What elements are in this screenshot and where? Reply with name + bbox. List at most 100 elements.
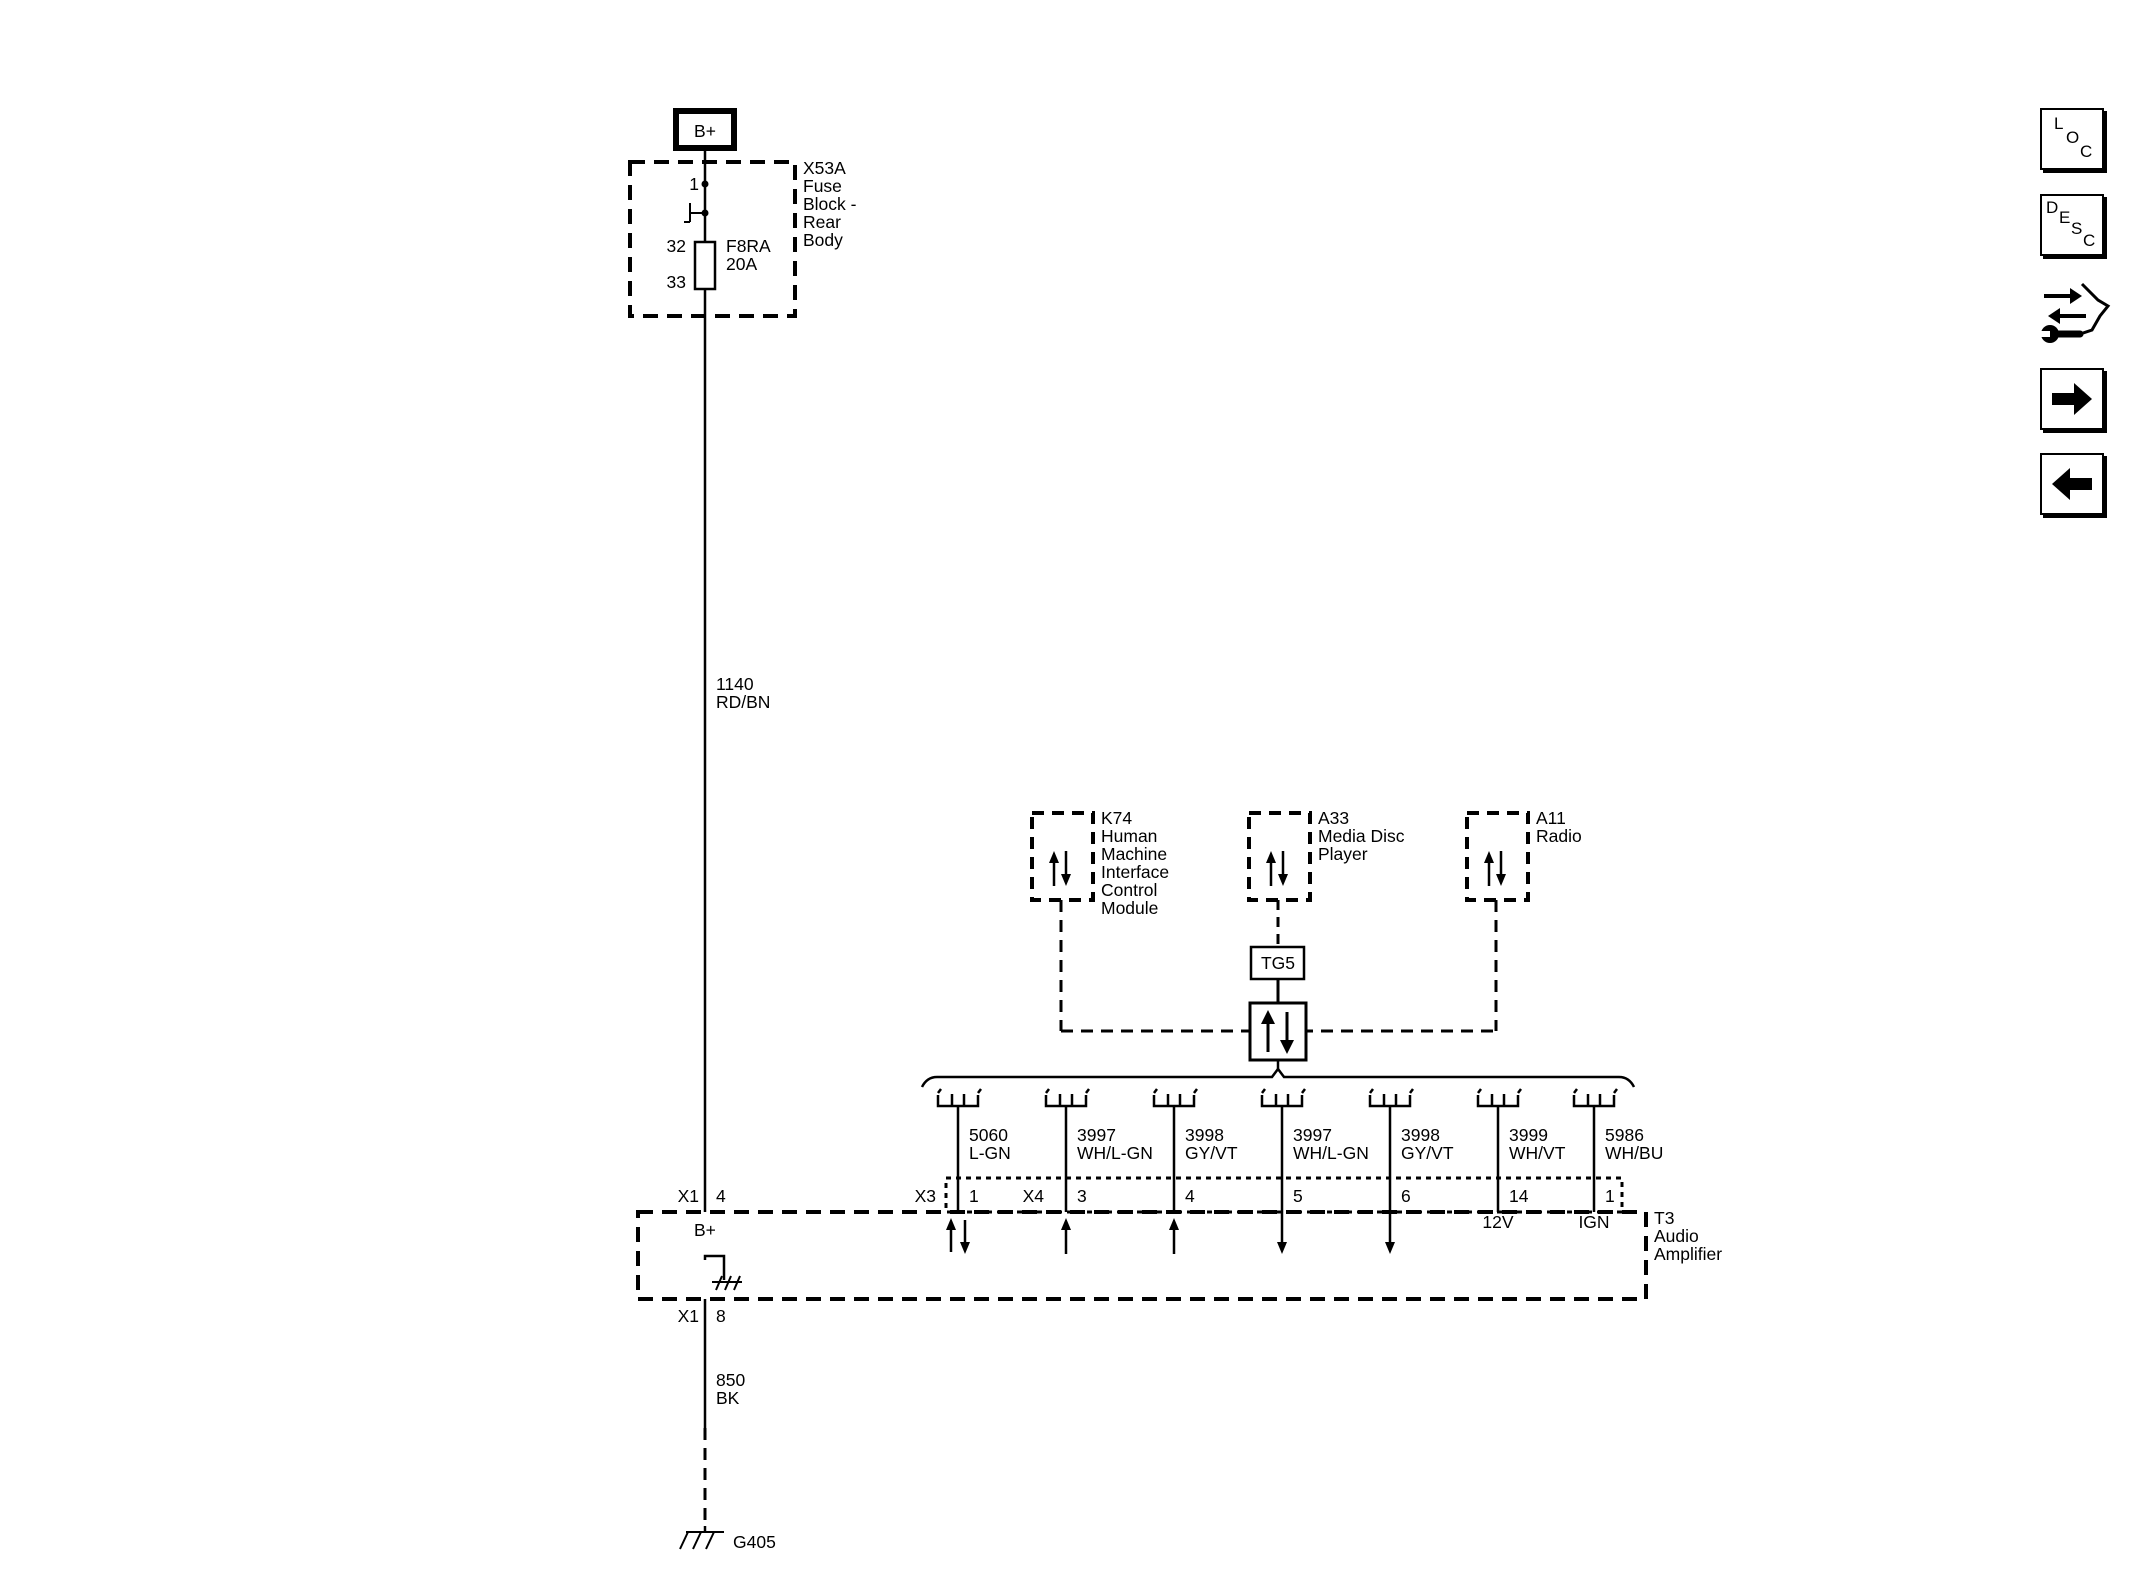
amp-connector-x1-bottom: X1: [678, 1306, 699, 1326]
amp-pin: 5: [1293, 1186, 1303, 1206]
loc-letter-o: O: [2066, 128, 2080, 147]
branch-connector: [1152, 1088, 1198, 1108]
desc-button[interactable]: D E S C: [2040, 194, 2107, 259]
amplifier-t3: T3 Audio Amplifier X1 4 B+ X3 X4 X1 8: [636, 1176, 1722, 1326]
a11-name-1: Radio: [1536, 826, 1582, 846]
branch-color: WH/VT: [1509, 1143, 1566, 1163]
battery-label: B+: [694, 121, 716, 141]
ground-wire: 850 BK: [703, 1299, 745, 1526]
branch-color: L-GN: [969, 1143, 1011, 1163]
a33-name-2: Player: [1318, 844, 1368, 864]
power-wire-circuit: 1140: [716, 674, 754, 694]
a11-ref: A11: [1536, 808, 1566, 828]
branch-circuit: 3997: [1077, 1125, 1116, 1145]
branch-color: GY/VT: [1401, 1143, 1454, 1163]
battery-symbol: B+: [673, 108, 737, 151]
prev-button[interactable]: [2040, 453, 2107, 518]
fuse-block-name-1: Fuse: [803, 176, 842, 196]
arrow-down-head: [1277, 1242, 1287, 1254]
amp-pin: 1: [969, 1186, 979, 1206]
desc-letter-s: S: [2071, 219, 2083, 238]
bus-bracket: [920, 1066, 1636, 1088]
fuse-block-name-3: Rear: [803, 212, 841, 232]
arrow-up-head: [1169, 1218, 1179, 1230]
amp-pin-label: IGN: [1578, 1212, 1609, 1232]
right-arrow-icon: [2052, 383, 2092, 415]
k74-name-4: Control: [1101, 880, 1157, 900]
module-a33: A33 Media Disc Player: [1247, 808, 1405, 902]
wrench-arrows-icon: [2041, 282, 2111, 343]
branch-circuit: 5986: [1605, 1125, 1644, 1145]
tools-button[interactable]: [2040, 278, 2112, 350]
amp-pin: 3: [1077, 1186, 1087, 1206]
branch-connector: [1260, 1088, 1306, 1108]
fuse-pin-b: 33: [667, 272, 686, 292]
amp-pin: 4: [1185, 1186, 1195, 1206]
arrow-down-head: [1385, 1242, 1395, 1254]
module-a11: A11 Radio: [1465, 808, 1582, 902]
desc-letter-d: D: [2046, 198, 2059, 217]
next-button[interactable]: [2040, 368, 2107, 433]
fuse-block: 1 32 33 F8RA 20A X53A Fuse Block - Rear …: [628, 148, 857, 318]
branch-circuit: 3998: [1401, 1125, 1440, 1145]
branch-connector: [1368, 1088, 1414, 1108]
amp-pin: 14: [1509, 1186, 1529, 1206]
bus-transceiver: [1248, 1001, 1308, 1070]
desc-letter-c: C: [2083, 231, 2096, 250]
data-bus-network: [1059, 900, 1498, 1033]
amp-connector-x4: X4: [1023, 1186, 1045, 1206]
arrow-up-head: [1061, 1218, 1071, 1230]
branch-circuit: 3999: [1509, 1125, 1548, 1145]
a33-ref: A33: [1318, 808, 1349, 828]
ground-wire-circuit: 850: [716, 1370, 745, 1390]
branch-connector: [936, 1088, 982, 1108]
loc-button[interactable]: L O C: [2040, 108, 2107, 173]
splice-tg5: TG5: [1249, 945, 1306, 981]
branch-circuit: 5060: [969, 1125, 1008, 1145]
fuse-ref: F8RA: [726, 236, 771, 256]
amp-pin: 6: [1401, 1186, 1411, 1206]
k74-name-2: Machine: [1101, 844, 1167, 864]
left-arrow-icon: [2052, 468, 2092, 500]
fuse-pin-in: 1: [689, 174, 699, 194]
k74-name-5: Module: [1101, 898, 1158, 918]
bus-branches: 5060L-GN13997WH/L-GN33998GY/VT43997WH/L-…: [936, 1088, 1663, 1254]
a33-name-1: Media Disc: [1318, 826, 1405, 846]
k74-ref: K74: [1101, 808, 1132, 828]
desc-letter-e: E: [2059, 208, 2071, 227]
branch-color: WH/BU: [1605, 1143, 1663, 1163]
power-wire: 1140 RD/BN: [703, 289, 770, 1212]
ground-g405: G405: [679, 1526, 776, 1552]
loc-letter-c: C: [2080, 142, 2093, 161]
fuse-pin-a: 32: [667, 236, 686, 256]
amp-power-label: B+: [694, 1220, 716, 1240]
fuse-block-ref: X53A: [803, 158, 846, 178]
k74-name-1: Human: [1101, 826, 1157, 846]
branch-connector: [1476, 1088, 1522, 1108]
branch-circuit: 3997: [1293, 1125, 1332, 1145]
module-k74: K74 Human Machine Interface Control Modu…: [1030, 808, 1169, 918]
arrow-up-head: [946, 1218, 956, 1230]
amp-connector-x3: X3: [915, 1186, 936, 1206]
branch-color: WH/L-GN: [1293, 1143, 1369, 1163]
k74-name-3: Interface: [1101, 862, 1169, 882]
amp-ref: T3: [1654, 1208, 1674, 1228]
branch-color: WH/L-GN: [1077, 1143, 1153, 1163]
fuse-element: [693, 240, 717, 291]
fuse-block-name-2: Block -: [803, 194, 857, 214]
fuse-block-name-4: Body: [803, 230, 843, 250]
amp-connector-x1-top: X1: [678, 1186, 699, 1206]
ground-wire-color: BK: [716, 1388, 740, 1408]
amp-pin: 1: [1605, 1186, 1615, 1206]
amp-name-2: Amplifier: [1654, 1244, 1722, 1264]
fuse-rating: 20A: [726, 254, 757, 274]
ground-label: G405: [733, 1532, 776, 1552]
amp-name-1: Audio: [1654, 1226, 1699, 1246]
